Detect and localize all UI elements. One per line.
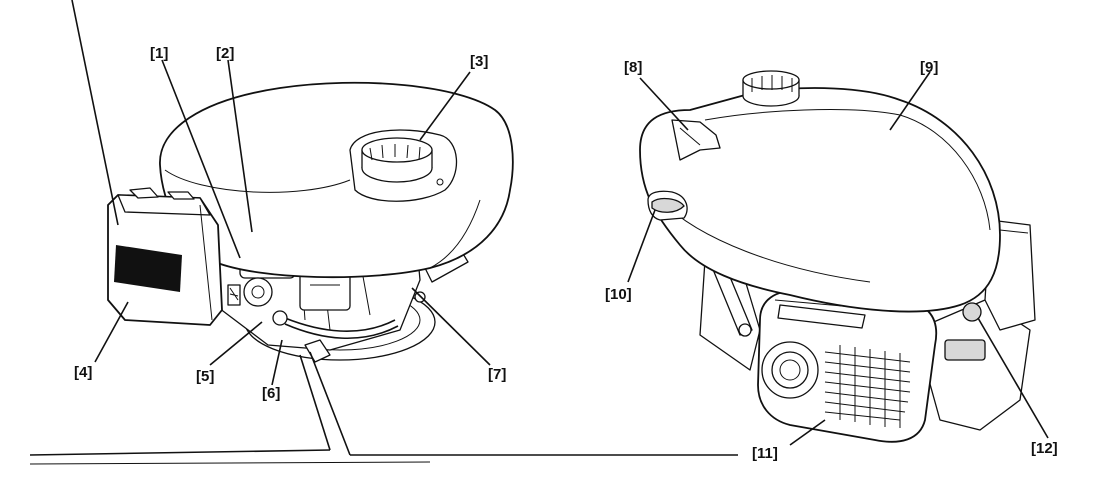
- callout-5: [5]: [196, 368, 215, 385]
- callout-1: [1]: [150, 45, 169, 62]
- throttle-handle: [671, 119, 721, 161]
- fuel-valve-knob: [962, 302, 982, 322]
- callout-11: [11]: [752, 445, 778, 462]
- right-engine-drawing: [639, 70, 1036, 443]
- callout-2: [2]: [216, 45, 235, 62]
- fuel-line: [284, 317, 396, 332]
- right-leader-lines: [627, 71, 1049, 446]
- callout-4: [4]: [74, 364, 93, 381]
- callout-12: [12]: [1031, 440, 1058, 457]
- left-leader-lines: [29, 0, 738, 465]
- left-engine-drawing: [107, 81, 514, 363]
- callout-9: [9]: [920, 59, 939, 76]
- callout-6: [6]: [262, 385, 281, 402]
- callout-7: [7]: [488, 366, 507, 383]
- vent-slots: [824, 345, 911, 428]
- callout-10: [10]: [605, 286, 632, 303]
- air-cleaner-label-band: [114, 245, 182, 292]
- callout-8: [8]: [624, 59, 643, 76]
- callout-3: [3]: [470, 53, 489, 70]
